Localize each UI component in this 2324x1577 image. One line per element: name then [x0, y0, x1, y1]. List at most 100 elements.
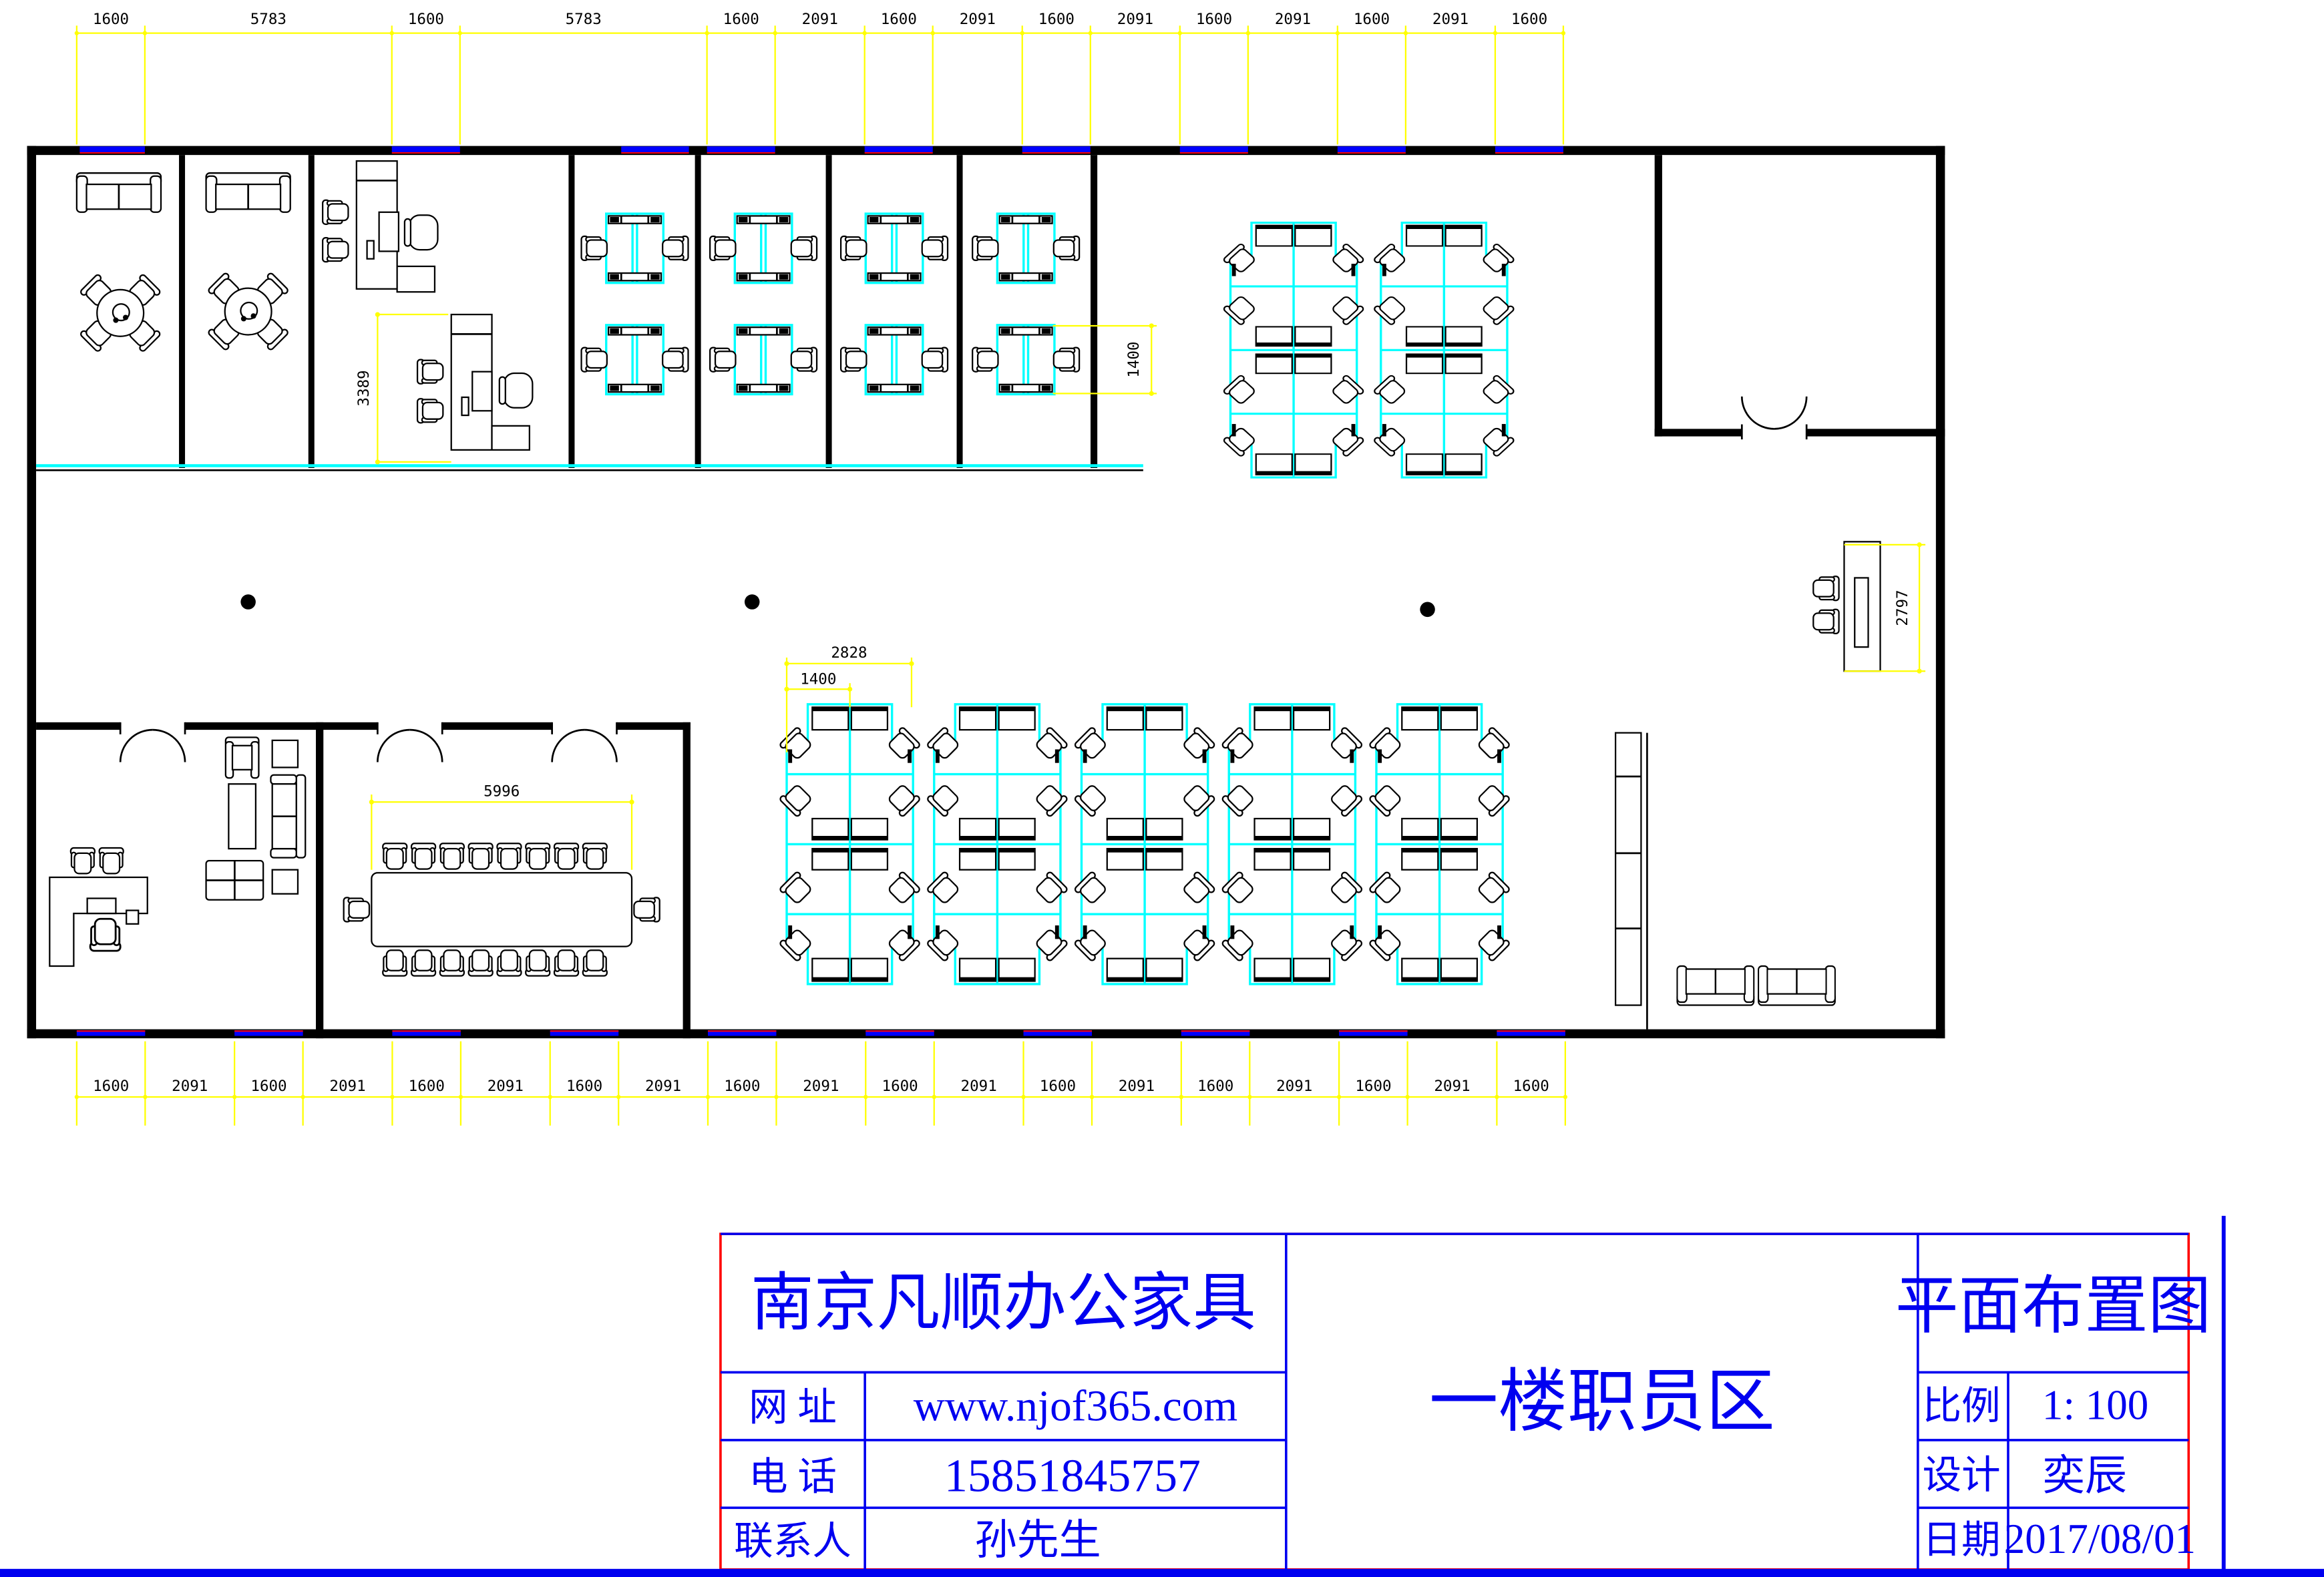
- dimension-label: 1600: [1197, 1078, 1233, 1095]
- sofa-icon: [75, 172, 162, 214]
- open-plan-clusters-bottom: [779, 704, 1511, 984]
- sofa-icon: [1757, 965, 1836, 1006]
- dimension-label: 5783: [250, 11, 286, 28]
- dimension-label: 2091: [961, 1078, 997, 1095]
- dimension-label: 1600: [1040, 1078, 1076, 1095]
- manager-office: [49, 736, 307, 967]
- column-dot: [744, 594, 760, 610]
- workstation-cluster-icon: [1223, 223, 1364, 477]
- building-walls: [27, 146, 1945, 1039]
- desk-pair-icon: [841, 214, 948, 283]
- dimension-label: 2797: [1894, 590, 1911, 626]
- date-label: 日期: [1923, 1518, 2001, 1562]
- doors: [119, 396, 1808, 762]
- scale-label: 比例: [1923, 1384, 2001, 1427]
- contact-value: 孙先生: [975, 1517, 1101, 1564]
- workstation-cluster-icon: [1373, 223, 1515, 477]
- open-plan-clusters-top: [1223, 223, 1515, 477]
- dim-2797: 2797: [1844, 542, 1926, 674]
- round-table-icon: [79, 274, 161, 352]
- dimension-label: 1600: [882, 1078, 918, 1095]
- desk-pair-icon: [841, 325, 948, 395]
- executive-desk-icon: [322, 160, 439, 293]
- top-dimension-row: 1600 5783 1600 5783 1600 2091 1600 2091 …: [74, 11, 1566, 145]
- scale-value: 1: 100: [2042, 1381, 2148, 1428]
- dimension-label: 2091: [645, 1078, 681, 1095]
- workstation-cluster-icon: [1074, 704, 1215, 984]
- dimension-label: 1600: [93, 11, 129, 28]
- guest-chair-icon: [416, 359, 444, 385]
- waiting-sofas: [1676, 965, 1836, 1006]
- reception-chair-icon: [1812, 576, 1840, 602]
- dimension-label: 1600: [1513, 1078, 1549, 1095]
- dimension-label: 5783: [566, 11, 602, 28]
- dimension-label: 1600: [1511, 11, 1547, 28]
- sofa-set: [205, 736, 307, 901]
- dimension-label: 1600: [881, 11, 917, 28]
- dimension-label: 1600: [409, 1078, 445, 1095]
- desk-pair-icon: [582, 214, 689, 283]
- sofa-icon: [205, 172, 292, 214]
- door-arc-meeting-room-1: [377, 722, 443, 762]
- dim-5996: 5996: [369, 782, 634, 870]
- manager-desk-icon: [49, 847, 148, 967]
- door-arc-manager-office: [119, 722, 186, 762]
- guest-chair-icon: [322, 199, 349, 225]
- desk-pair-icon: [582, 325, 689, 395]
- interior-dimensions: 3389 1400 2828 1400 5996 2797: [355, 312, 1926, 870]
- website-label: 网 址: [749, 1386, 837, 1429]
- door-arc-top-right-room: [1740, 396, 1808, 440]
- workstation-cluster-icon: [779, 704, 921, 984]
- structural-columns: [240, 594, 1435, 618]
- dimension-label: 1600: [93, 1078, 129, 1095]
- dimension-label: 2091: [329, 1078, 365, 1095]
- bottom-windows: [76, 1030, 1565, 1036]
- dim-3389: 3389: [355, 312, 451, 465]
- guest-chair-icon: [416, 398, 444, 424]
- conference-table-icon: [371, 872, 633, 947]
- dimension-label: 1400: [1125, 342, 1143, 378]
- lounge-room-1: [75, 172, 162, 352]
- side-table-icon: [271, 869, 299, 895]
- coffee-table-icon: [228, 783, 257, 850]
- dimension-label: 2091: [488, 1078, 524, 1095]
- contact-label: 联系人: [734, 1520, 851, 1563]
- sofa-icon: [205, 860, 264, 901]
- reception-chair-icon: [1812, 608, 1840, 634]
- guest-chair-icon: [98, 847, 124, 875]
- dimension-label: 2828: [831, 644, 867, 662]
- dim-2828-1400: 2828 1400: [784, 644, 914, 752]
- phone-label: 电 话: [749, 1455, 837, 1498]
- designer-label: 设计: [1923, 1453, 2001, 1497]
- desk-pair-icon: [710, 214, 817, 283]
- sofa-icon: [1676, 965, 1755, 1006]
- door-arc-meeting-room-2: [551, 722, 618, 762]
- workstation-cluster-icon: [1221, 704, 1363, 984]
- storage-cabinet-icon: [1614, 732, 1642, 1006]
- armchair-icon: [224, 736, 260, 779]
- desk-pair-icon: [710, 325, 817, 395]
- designer-value: 奕辰: [2043, 1452, 2127, 1499]
- dimension-label: 3389: [355, 370, 373, 406]
- top-windows: [79, 146, 1563, 154]
- dimension-label: 1600: [724, 1078, 760, 1095]
- window-segments: [76, 146, 1565, 1036]
- dimension-label: 1600: [566, 1078, 602, 1095]
- sofa-icon: [270, 774, 307, 859]
- executive-desk-icon: [416, 313, 534, 451]
- dimension-label: 2091: [1432, 11, 1469, 28]
- dimension-label: 2091: [1117, 11, 1153, 28]
- website-value: www.njof365.com: [914, 1383, 1238, 1431]
- executive-office: [322, 160, 534, 451]
- dimension-label: 1400: [800, 670, 836, 688]
- dimension-label: 2091: [803, 1078, 839, 1095]
- dim-1400-office: 1400: [1052, 323, 1157, 396]
- dimension-label: 2091: [960, 11, 996, 28]
- dimension-label: 1600: [1355, 1078, 1391, 1095]
- company-name: 南京凡顺办公家具: [751, 1269, 1256, 1338]
- drawing-title: 平面布置图: [1895, 1272, 2211, 1341]
- lounge-room-2: [205, 172, 292, 351]
- workstation-cluster-icon: [926, 704, 1068, 984]
- dimension-label: 5996: [483, 782, 520, 800]
